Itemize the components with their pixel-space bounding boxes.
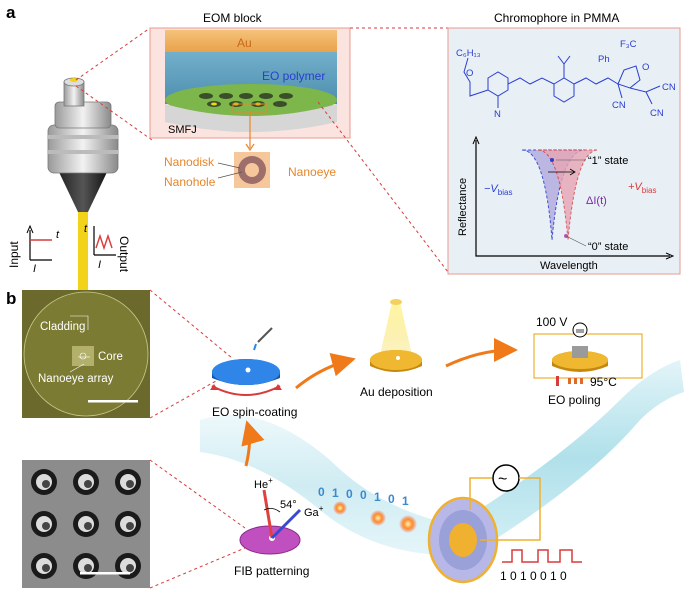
state-0-label: “0” state — [588, 241, 628, 253]
input-signal-plot: Input I t — [7, 224, 60, 275]
output-signal-plot: Output I t — [84, 223, 131, 273]
reflectance-label: Reflectance — [457, 178, 469, 236]
input-axis-i: I — [33, 263, 36, 275]
au-dep-label: Au deposition — [360, 385, 433, 399]
eo-poling: 100 V 95°C EO poling — [533, 315, 643, 407]
fiber-bit: 0 — [388, 492, 395, 506]
fiber-bit: 0 — [346, 487, 353, 501]
wavelength-label: Wavelength — [540, 260, 598, 272]
chromophore-panel: F₃C Ph O O C₆H₁₃ N CN CN CN Reflectance … — [447, 27, 681, 275]
cn-label-1: CN — [612, 100, 626, 111]
zoom-line-1 — [75, 27, 151, 81]
fib-label: FIB patterning — [234, 564, 309, 578]
panel-a-label: a — [6, 3, 16, 22]
core-label: Core — [98, 351, 123, 363]
digital-signal: 1 0 1 0 0 1 0 — [500, 549, 582, 583]
delta-i-label: ΔI(t) — [586, 195, 607, 207]
nanoeye-detail: Nanodisk Nanohole Nanoeye — [164, 152, 336, 189]
temperature-label: 95°C — [590, 375, 617, 389]
eo-polymer-label: EO polymer — [262, 69, 325, 83]
sem-image — [22, 460, 150, 588]
he-ion-label: He+ — [254, 476, 273, 491]
nanodisk-label: Nanodisk — [164, 155, 215, 169]
fiber-bit: 1 — [374, 490, 381, 504]
state-1-label: “1” state — [588, 155, 628, 167]
ph-label: Ph — [598, 54, 610, 65]
ac-symbol: ~ — [498, 471, 507, 488]
cladding-label: Cladding — [40, 321, 85, 333]
fiber-bits: 0 1 0 0 1 0 1 — [318, 485, 409, 508]
fib-patterning: He+ Ga+ 54° FIB patterning — [234, 476, 324, 578]
ga-ion-label: Ga+ — [304, 504, 324, 519]
spectrum-axes — [475, 140, 670, 257]
voltage-label: 100 V — [536, 315, 567, 329]
fiber-connector — [47, 77, 119, 310]
fiber-bit: 0 — [360, 488, 367, 502]
cn-label-3: CN — [662, 82, 676, 93]
nanoeye-label: Nanoeye — [288, 165, 336, 179]
o-chain-label: O — [466, 68, 473, 79]
output-axis-t: t — [84, 223, 88, 235]
au-deposition: Au deposition — [360, 299, 433, 399]
n-label: N — [494, 109, 501, 120]
eom-block-title: EOM block — [203, 11, 263, 25]
input-label: Input — [7, 241, 21, 268]
neg-vbias-label: −Vbias — [484, 183, 512, 197]
panel-b-label: b — [6, 289, 16, 308]
au-label: Au — [237, 36, 252, 50]
chromophore-title: Chromophore in PMMA — [494, 11, 619, 25]
fiber-bit: 1 — [402, 494, 409, 508]
o-ring-label: O — [642, 62, 649, 73]
output-axis-i: I — [98, 259, 101, 271]
input-axis-t: t — [56, 229, 60, 241]
cn-label-2: CN — [650, 108, 664, 119]
smfj-label: SMFJ — [168, 124, 197, 136]
micrograph: Cladding Core Nanoeye array — [22, 290, 150, 418]
dip-blue — [521, 149, 586, 241]
signal-bits: 1 0 1 0 0 1 0 — [500, 569, 567, 583]
output-label: Output — [117, 236, 131, 273]
ac-source: ~ — [469, 464, 541, 541]
fiber-bit: 0 — [318, 485, 325, 499]
poling-label: EO poling — [548, 393, 601, 407]
zoom-line-4 — [317, 101, 449, 273]
c6h13-label: C₆H₁₃ — [456, 48, 481, 59]
spin-coating: EO spin-coating — [210, 327, 297, 419]
pos-vbias-label: +Vbias — [628, 181, 656, 195]
nanoeye-array-label: Nanoeye array — [38, 373, 114, 385]
nanohole-label: Nanohole — [164, 175, 216, 189]
f3c-label: F₃C — [620, 39, 637, 50]
spin-label: EO spin-coating — [212, 405, 297, 419]
angle-label: 54° — [280, 499, 297, 511]
fiber-bit: 1 — [332, 486, 339, 500]
